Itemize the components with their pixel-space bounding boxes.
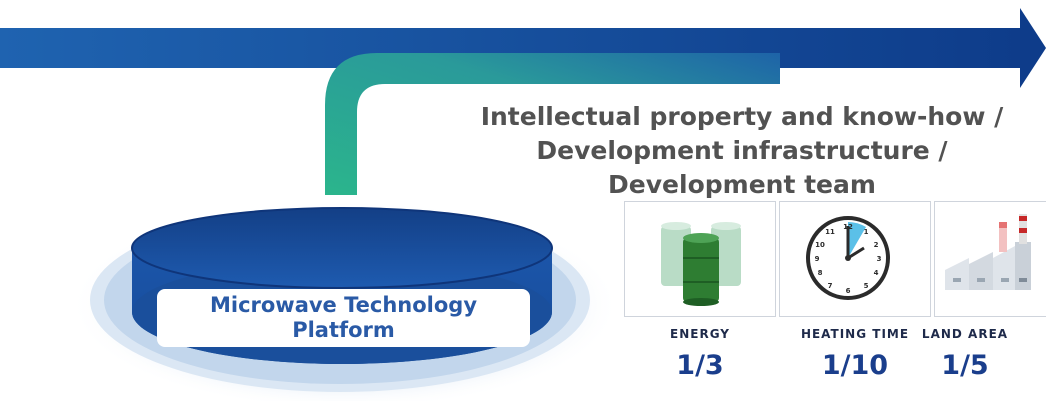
svg-text:3: 3 bbox=[877, 255, 882, 263]
factory-icon bbox=[945, 214, 1031, 290]
headline-line-2: Development infrastructure / bbox=[536, 136, 948, 165]
svg-text:6: 6 bbox=[846, 287, 851, 295]
metric-label-heating-time: HEATING TIME bbox=[800, 327, 910, 341]
platform-label-line-1: Microwave Technology bbox=[209, 293, 478, 317]
svg-text:9: 9 bbox=[815, 255, 820, 263]
platform-label: Microwave Technology Platform bbox=[157, 289, 530, 347]
metric-value-energy: 1/3 bbox=[676, 350, 724, 381]
headline-line-3: Development team bbox=[608, 170, 876, 199]
svg-text:8: 8 bbox=[818, 269, 823, 277]
headline: Intellectual property and know-how / Dev… bbox=[404, 100, 1046, 202]
platform-label-line-2: Platform bbox=[292, 318, 395, 342]
branch-connector bbox=[325, 53, 780, 195]
metric-tile-energy bbox=[624, 201, 776, 317]
metric-value-land-area: 1/5 bbox=[941, 350, 989, 381]
svg-text:10: 10 bbox=[815, 241, 825, 249]
metric-label-energy: ENERGY bbox=[670, 327, 730, 341]
metric-tile-land-area bbox=[934, 201, 1046, 317]
headline-line-1: Intellectual property and know-how / bbox=[480, 102, 1004, 131]
svg-text:2: 2 bbox=[874, 241, 879, 249]
svg-text:7: 7 bbox=[828, 282, 833, 290]
metric-label-land-area: LAND AREA bbox=[921, 327, 1009, 341]
metric-tile-heating-time: 12 1 2 3 4 5 6 7 8 9 10 11 bbox=[779, 201, 931, 317]
svg-text:12: 12 bbox=[843, 223, 853, 231]
svg-text:5: 5 bbox=[864, 282, 869, 290]
metric-value-heating-time: 1/10 bbox=[821, 350, 889, 381]
clock-icon: 12 1 2 3 4 5 6 7 8 9 10 11 bbox=[806, 216, 890, 300]
svg-text:4: 4 bbox=[874, 269, 879, 277]
svg-text:1: 1 bbox=[864, 228, 869, 236]
svg-text:11: 11 bbox=[825, 228, 835, 236]
oil-drums-icon bbox=[661, 222, 741, 306]
